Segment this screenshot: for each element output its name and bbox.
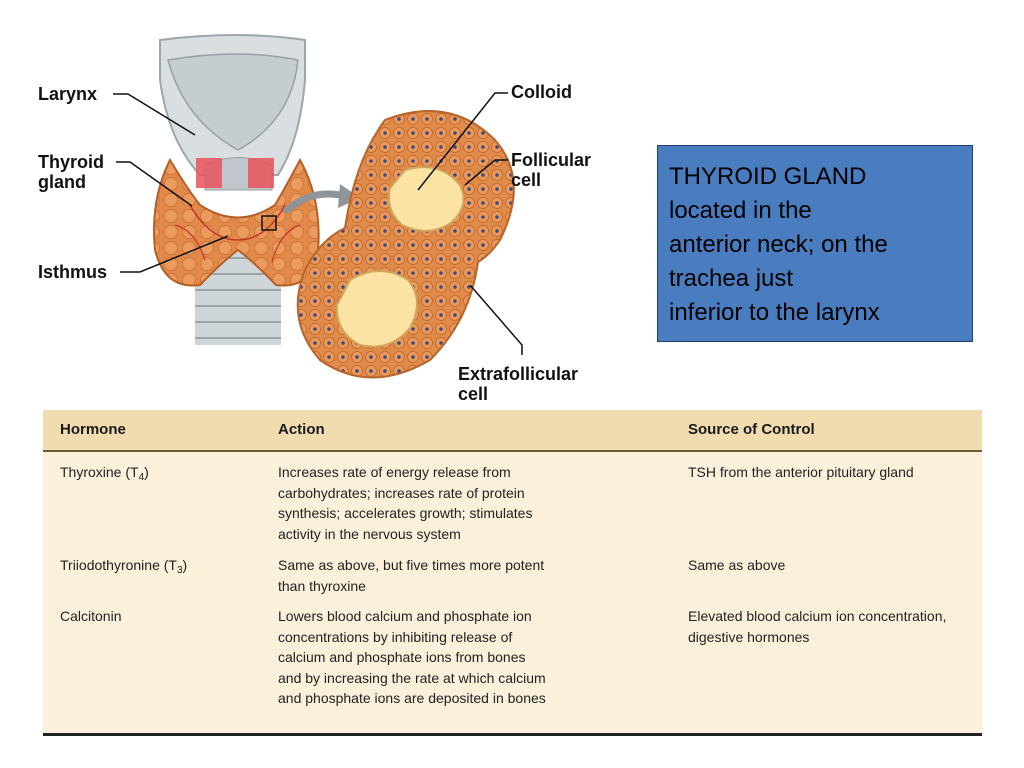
table-header: Hormone Action Source of Control	[43, 410, 982, 452]
table-row-action: Lowers blood calcium and phosphate ion c…	[278, 608, 546, 706]
header-action: Action	[278, 421, 325, 438]
table-row-source: Elevated blood calcium ion concentration…	[688, 608, 947, 645]
label-follicular-cell: Follicular cell	[511, 150, 592, 190]
magnify-arrow	[282, 190, 346, 215]
info-line: inferior to the larynx	[669, 299, 880, 326]
leader-lines	[113, 92, 523, 355]
table-row-action: Same as above, but five times more poten…	[278, 557, 545, 594]
larynx-cartilage	[159, 34, 306, 191]
arrow-head	[338, 184, 360, 208]
label-extrafollicular-cell: Extrafollicular cell	[458, 364, 579, 404]
info-box: THYROID GLAND located in the anterior ne…	[657, 145, 973, 342]
label-colloid: Colloid	[511, 82, 572, 102]
colloid-upper	[387, 166, 465, 232]
table-row-hormone: Calcitonin	[60, 608, 122, 624]
hormone-table: Hormone Action Source of Control Thyroxi…	[43, 410, 982, 736]
info-line: THYROID GLAND	[669, 163, 867, 190]
header-source: Source of Control	[688, 421, 815, 438]
table-row-hormone: Triiodothyronine (T3)	[60, 557, 188, 576]
label-larynx: Larynx	[38, 84, 98, 104]
info-line: anterior neck; on the	[669, 231, 888, 258]
thyroid-illustration	[113, 34, 523, 379]
follicle-section	[296, 110, 515, 379]
table-row-source: Same as above	[688, 557, 786, 573]
label-thyroid-gland: Thyroid gland	[38, 152, 104, 192]
colloid-lower	[335, 270, 418, 348]
table-row-source: TSH from the anterior pituitary gland	[688, 464, 914, 480]
info-line: located in the	[669, 197, 812, 224]
header-hormone: Hormone	[60, 421, 126, 438]
table-row-hormone: Thyroxine (T4)	[60, 464, 149, 483]
label-isthmus: Isthmus	[38, 262, 108, 282]
table-row-action: Increases rate of energy release from ca…	[278, 464, 533, 542]
info-line: trachea just	[669, 265, 794, 292]
